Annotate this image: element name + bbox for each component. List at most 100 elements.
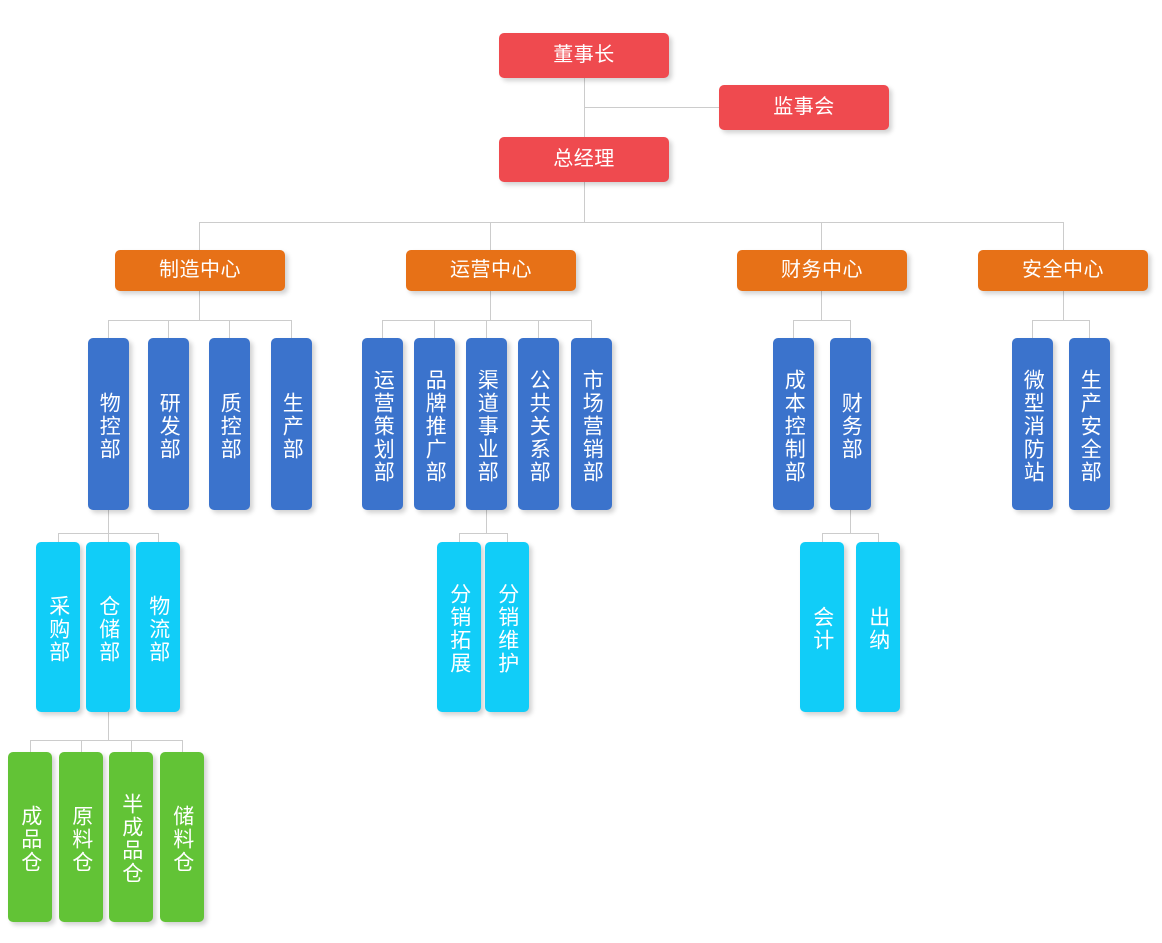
- connector-drop-manufacturing: [199, 222, 200, 250]
- connector-drop-safety: [1063, 222, 1064, 250]
- node-dept-logistics-label: 物流部: [146, 594, 170, 664]
- connector-drop-rnd: [168, 320, 169, 338]
- node-dept-warehouse[interactable]: 仓储部: [86, 542, 130, 712]
- node-dept-finance-label: 财务部: [839, 391, 863, 461]
- node-center-safety-label: 安全中心: [1022, 259, 1104, 282]
- node-dept-channel-business[interactable]: 渠道事业部: [466, 338, 507, 510]
- node-dept-purchasing-label: 采购部: [46, 594, 70, 664]
- connector-drop-finished-goods: [30, 740, 31, 752]
- connector-warehouse-down: [108, 712, 109, 740]
- node-dept-finance[interactable]: 财务部: [830, 338, 871, 510]
- connector-drop-production-safety: [1089, 320, 1090, 338]
- connector-drop-raw-material: [81, 740, 82, 752]
- node-wh-storage-material-label: 储料仓: [170, 804, 194, 874]
- connector-safety-down: [1063, 291, 1064, 320]
- node-chairman-label: 董事长: [553, 44, 615, 67]
- connector-gm-line-to-supervisors: [584, 107, 719, 108]
- connector-manufacturing-down: [199, 291, 200, 320]
- node-dept-material-control[interactable]: 物控部: [88, 338, 129, 510]
- connector-drop-brand-promotion: [434, 320, 435, 338]
- connector-finance-dept-down: [850, 510, 851, 533]
- node-dept-warehouse-label: 仓储部: [96, 594, 120, 664]
- connector-drop-purchasing: [58, 533, 59, 542]
- node-wh-raw-material-label: 原料仓: [69, 804, 93, 874]
- node-dept-market-marketing[interactable]: 市场营销部: [571, 338, 612, 510]
- node-wh-finished-goods[interactable]: 成品仓: [8, 752, 52, 922]
- node-unit-cashier[interactable]: 出纳: [856, 542, 900, 712]
- connector-safety-bus: [1032, 320, 1089, 321]
- node-dept-operation-planning[interactable]: 运营策划部: [362, 338, 403, 510]
- connector-gm-down: [584, 182, 585, 222]
- connector-drop-quality-control: [229, 320, 230, 338]
- node-dept-quality-control[interactable]: 质控部: [209, 338, 250, 510]
- node-dept-micro-fire-station-label: 微型消防站: [1021, 368, 1045, 484]
- node-wh-semi-finished-goods-label: 半成品仓: [119, 793, 143, 885]
- node-dept-production[interactable]: 生产部: [271, 338, 312, 510]
- node-center-safety[interactable]: 安全中心: [978, 250, 1148, 291]
- node-dept-brand-promotion[interactable]: 品牌推广部: [414, 338, 455, 510]
- node-dept-cost-control-label: 成本控制部: [782, 368, 806, 484]
- connector-drop-accounting: [822, 533, 823, 542]
- node-dept-channel-business-label: 渠道事业部: [475, 368, 499, 484]
- node-dept-operation-planning-label: 运营策划部: [371, 368, 395, 484]
- node-dept-purchasing[interactable]: 采购部: [36, 542, 80, 712]
- node-dept-rnd-label: 研发部: [157, 391, 181, 461]
- connector-warehouse-bus: [30, 740, 182, 741]
- connector-drop-storage-material: [182, 740, 183, 752]
- connector-drop-warehouse: [108, 533, 109, 542]
- connector-drop-logistics: [158, 533, 159, 542]
- node-dept-production-safety[interactable]: 生产安全部: [1069, 338, 1110, 510]
- node-unit-cashier-label: 出纳: [866, 606, 890, 652]
- node-wh-raw-material[interactable]: 原料仓: [59, 752, 103, 922]
- connector-manufacturing-bus: [108, 320, 291, 321]
- node-center-manufacturing[interactable]: 制造中心: [115, 250, 285, 291]
- node-general-manager[interactable]: 总经理: [499, 137, 669, 182]
- connector-level2-bus: [199, 222, 1063, 223]
- node-supervisor-board-label: 监事会: [773, 96, 835, 119]
- connector-channel-business-down: [486, 510, 487, 533]
- node-center-operations[interactable]: 运营中心: [406, 250, 576, 291]
- connector-drop-material-control: [108, 320, 109, 338]
- node-dept-logistics[interactable]: 物流部: [136, 542, 180, 712]
- connector-drop-finance-dept: [850, 320, 851, 338]
- node-dept-brand-promotion-label: 品牌推广部: [423, 368, 447, 484]
- connector-drop-distribution-maintenance: [507, 533, 508, 542]
- node-dept-quality-control-label: 质控部: [218, 391, 242, 461]
- node-unit-accounting[interactable]: 会计: [800, 542, 844, 712]
- node-center-operations-label: 运营中心: [450, 259, 532, 282]
- connector-operations-down: [490, 291, 491, 320]
- node-dept-cost-control[interactable]: 成本控制部: [773, 338, 814, 510]
- node-wh-semi-finished-goods[interactable]: 半成品仓: [109, 752, 153, 922]
- connector-drop-finance: [821, 222, 822, 250]
- node-dept-rnd[interactable]: 研发部: [148, 338, 189, 510]
- node-unit-distribution-expansion-label: 分销拓展: [447, 583, 471, 675]
- node-unit-distribution-expansion[interactable]: 分销拓展: [437, 542, 481, 712]
- connector-drop-semi-finished: [131, 740, 132, 752]
- connector-drop-public-relations: [538, 320, 539, 338]
- connector-drop-distribution-expansion: [459, 533, 460, 542]
- connector-channel-business-bus: [459, 533, 507, 534]
- node-general-manager-label: 总经理: [553, 148, 615, 171]
- connector-drop-market-marketing: [591, 320, 592, 338]
- connector-drop-production: [291, 320, 292, 338]
- connector-drop-operation-planning: [382, 320, 383, 338]
- node-unit-distribution-maintenance-label: 分销维护: [495, 583, 519, 675]
- connector-drop-cost-control: [793, 320, 794, 338]
- node-center-finance-label: 财务中心: [781, 259, 863, 282]
- node-supervisor-board[interactable]: 监事会: [719, 85, 889, 130]
- connector-chairman-to-gm: [584, 78, 585, 138]
- node-wh-finished-goods-label: 成品仓: [18, 804, 42, 874]
- connector-finance-down: [821, 291, 822, 320]
- connector-finance-bus: [793, 320, 850, 321]
- node-unit-distribution-maintenance[interactable]: 分销维护: [485, 542, 529, 712]
- node-dept-market-marketing-label: 市场营销部: [580, 368, 604, 484]
- node-chairman[interactable]: 董事长: [499, 33, 669, 78]
- node-dept-public-relations-label: 公共关系部: [527, 368, 551, 484]
- node-wh-storage-material[interactable]: 储料仓: [160, 752, 204, 922]
- connector-drop-channel-business: [486, 320, 487, 338]
- node-dept-production-label: 生产部: [280, 391, 304, 461]
- node-dept-production-safety-label: 生产安全部: [1078, 368, 1102, 484]
- node-center-finance[interactable]: 财务中心: [737, 250, 907, 291]
- node-dept-micro-fire-station[interactable]: 微型消防站: [1012, 338, 1053, 510]
- node-dept-public-relations[interactable]: 公共关系部: [518, 338, 559, 510]
